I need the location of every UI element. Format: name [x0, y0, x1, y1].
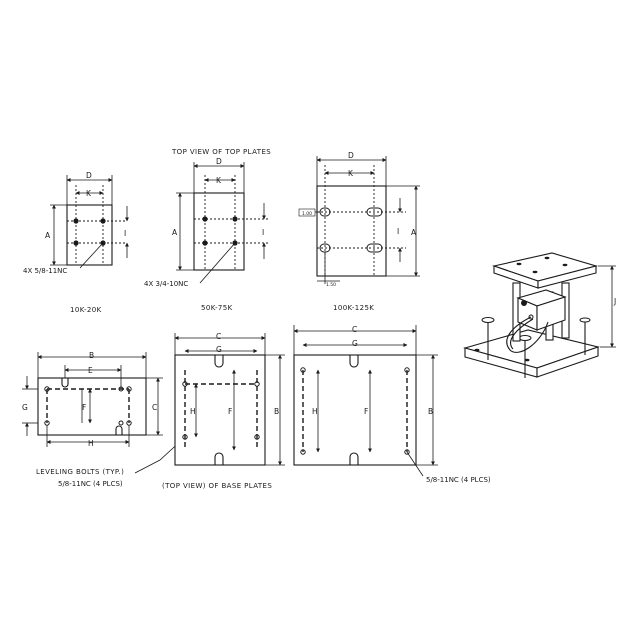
dim-h-right: H [312, 407, 318, 416]
mount-isometric-view: J [462, 252, 616, 378]
dim-c-right: C [352, 325, 357, 334]
dim-g-middle: G [216, 345, 222, 354]
dim-c-left: C [152, 403, 157, 412]
dim-b-left: B [89, 351, 94, 360]
dim-k-medium: K [216, 176, 222, 185]
dim-e-left: E [88, 366, 93, 375]
base-plate-large: C G B H F 5/8-11NC (4 PLCS) [293, 325, 491, 484]
model-small: 10K-20K [70, 306, 102, 314]
note-leveling-bolts: LEVELING BOLTS (TYP.) [36, 468, 124, 476]
dim-c-middle: C [216, 332, 221, 341]
note-base-holes-left: 5/8-11NC (4 PLCS) [58, 480, 123, 488]
note-medium-holes: 4X 3/4-10NC [144, 280, 188, 288]
dim-i-medium: I [262, 228, 264, 237]
dim-j: J [613, 297, 616, 306]
dim-a-small: A [45, 231, 51, 240]
top-plate-10k-20k: D K A I 4X 5/8-11NC 10K-20K [23, 171, 129, 314]
dim-a-large: A [411, 228, 417, 237]
dim-g-left: G [22, 403, 28, 412]
dim-h-middle: H [190, 407, 196, 416]
dim-d-small: D [86, 171, 92, 180]
note-small-holes: 4X 5/8-11NC [23, 267, 67, 275]
dim-f-right: F [364, 407, 368, 416]
dim-i-large: I [397, 227, 399, 236]
dim-b-right: B [428, 407, 433, 416]
dim-k-large: K [348, 169, 354, 178]
base-plate-small: B E H C F G LEVELING BOLTS (TYP.) 5/8-11… [22, 351, 185, 488]
dim-b-middle: B [274, 407, 279, 416]
top-plate-50k-75k: D K A I 4X 3/4-10NC 50K-75K [144, 157, 270, 312]
dim-g-right: G [352, 339, 358, 348]
dim-a-medium: A [172, 228, 178, 237]
slot-offset-dim: 1.50 [326, 282, 336, 288]
dim-d-medium: D [216, 157, 222, 166]
note-base-holes-right: 5/8-11NC (4 PLCS) [426, 476, 491, 484]
slot-width-dim: 1.00 [302, 211, 312, 217]
base-plates-title: (TOP VIEW) OF BASE PLATES [162, 482, 272, 490]
top-plate-100k-125k: D K A I 1.00 1.50 100K-125K [298, 151, 420, 312]
dim-d-large: D [348, 151, 354, 160]
base-plate-medium: C G B H F [174, 332, 285, 466]
dim-f-left: F [82, 403, 86, 412]
dim-f-middle: F [228, 407, 232, 416]
top-plates-title: TOP VIEW OF TOP PLATES [171, 148, 271, 156]
dim-k-small: K [86, 189, 92, 198]
model-medium: 50K-75K [201, 304, 233, 312]
dim-i-small: I [124, 229, 126, 238]
dim-h-left: H [88, 439, 94, 448]
model-large: 100K-125K [333, 304, 374, 312]
